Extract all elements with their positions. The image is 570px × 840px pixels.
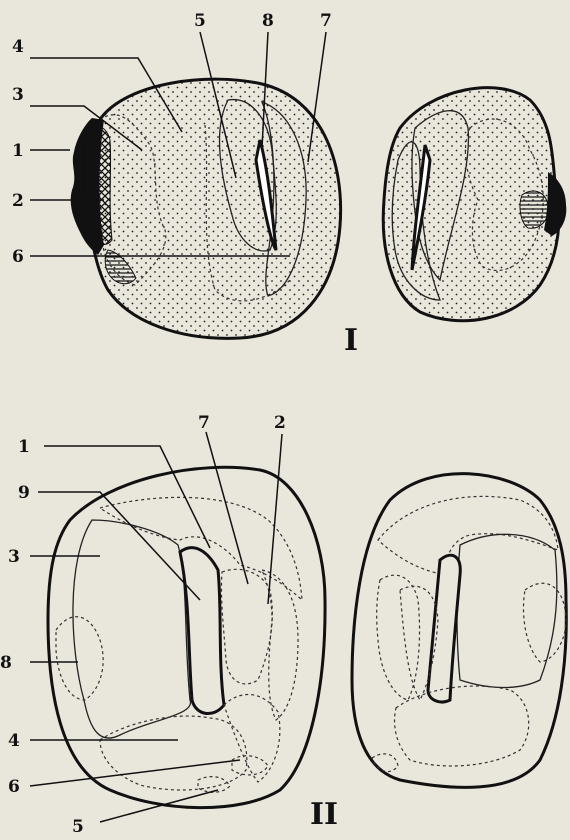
panel-ii: 1 9 3 8 4 6 5 7 2 II <box>0 413 566 837</box>
leader-5 <box>100 790 218 822</box>
panel-ii-callouts: 1 9 3 8 4 6 5 7 2 <box>0 413 286 837</box>
leader-9 <box>38 492 200 600</box>
callout-2: 2 <box>274 413 286 433</box>
callout-5: 5 <box>194 11 206 31</box>
panel-i-roman-label: I <box>344 323 358 358</box>
callout-7: 7 <box>198 413 210 433</box>
horizontal-hatch-region <box>520 191 548 228</box>
light-dot-region-4 <box>100 716 247 790</box>
panel-ii-left-section <box>48 467 325 807</box>
light-dot-region-right <box>224 695 280 782</box>
callout-6: 6 <box>8 777 20 797</box>
blank-region <box>523 583 566 662</box>
outer-outline <box>89 79 341 338</box>
light-dot-region <box>395 686 529 766</box>
panel-i-right-section <box>383 88 566 321</box>
callout-1: 1 <box>12 141 24 161</box>
callout-5: 5 <box>72 817 84 837</box>
callout-7: 7 <box>320 11 332 31</box>
leader-1 <box>44 446 210 548</box>
leader-2 <box>268 434 282 604</box>
stipple-region <box>221 569 272 684</box>
callout-9: 9 <box>18 483 30 503</box>
callout-8: 8 <box>262 11 274 31</box>
callout-4: 4 <box>12 37 24 57</box>
outer-outline <box>352 474 566 788</box>
fine-vertical-region <box>377 575 420 700</box>
blank-region-8 <box>56 617 103 700</box>
callout-1: 1 <box>18 437 30 457</box>
vertical-hatch-region <box>457 534 557 687</box>
vertical-hatch-region-3 <box>73 520 191 738</box>
panel-ii-roman-label: II <box>310 797 338 832</box>
small-blob <box>372 754 398 772</box>
callout-8: 8 <box>0 653 12 673</box>
panel-ii-right-section <box>352 474 566 788</box>
leader-6 <box>30 760 240 786</box>
panel-i-left-section <box>71 79 341 338</box>
callout-3: 3 <box>8 547 20 567</box>
panel-i: 4 3 1 2 6 5 8 7 I <box>12 11 566 358</box>
triangle-dot-region <box>378 496 558 575</box>
panel-ii-leaders <box>30 432 282 822</box>
canal <box>428 555 460 702</box>
fine-vertical-region-2 <box>262 570 298 720</box>
callout-6: 6 <box>12 247 24 267</box>
stipple-blob-5 <box>198 777 230 793</box>
callout-4: 4 <box>8 731 20 751</box>
stipple-blob-6 <box>232 756 268 775</box>
callout-2: 2 <box>12 191 24 211</box>
callout-3: 3 <box>12 85 24 105</box>
